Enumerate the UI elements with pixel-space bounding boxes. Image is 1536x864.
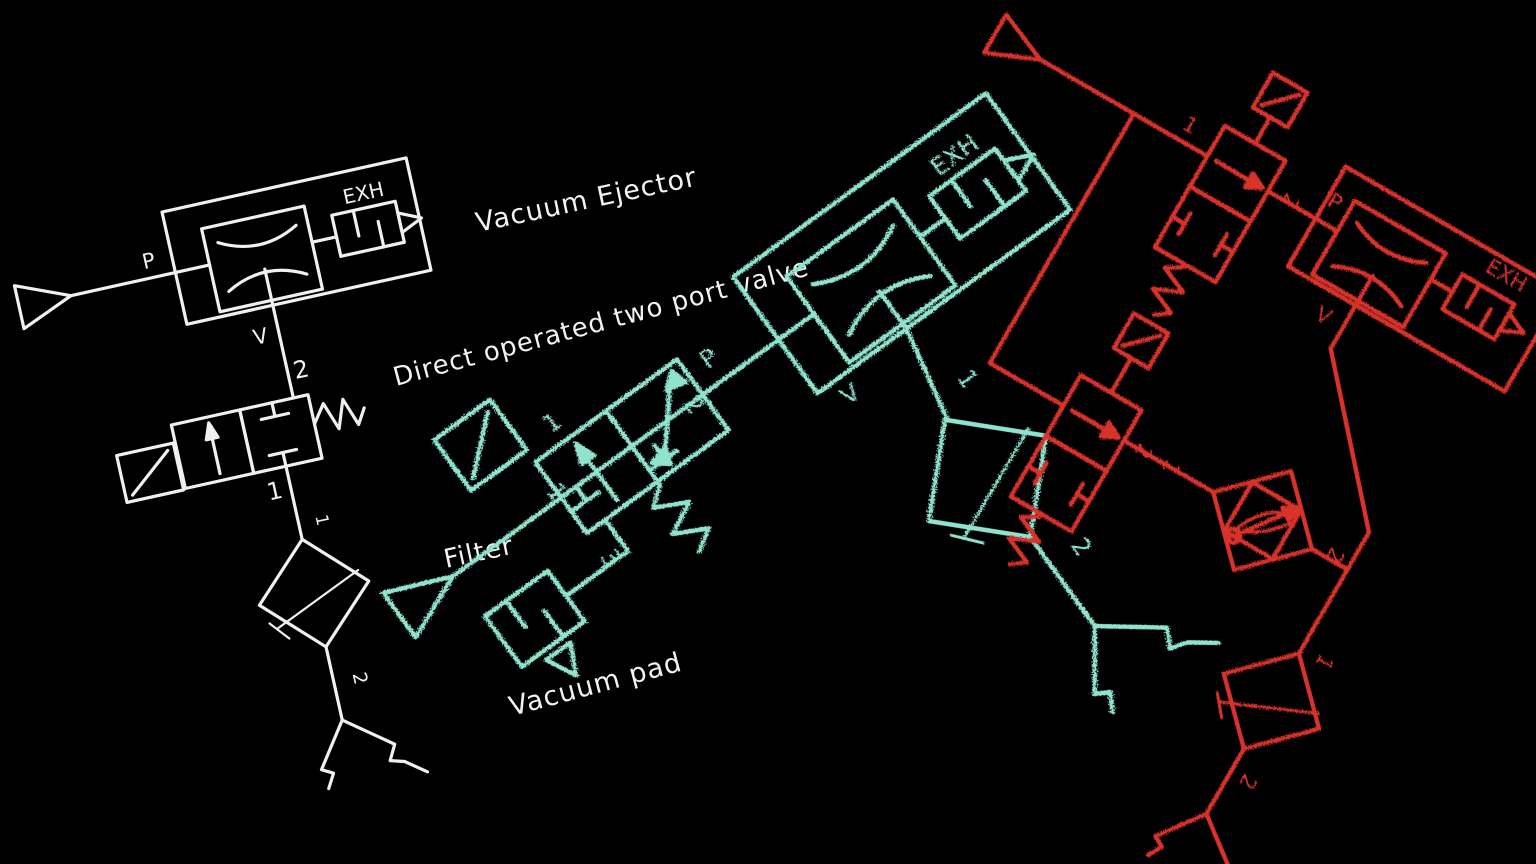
blocked-port-b xyxy=(650,443,680,471)
spring-icon xyxy=(651,482,711,555)
vacuum-ejector xyxy=(730,91,1073,396)
air-supply-triangle-icon xyxy=(981,12,1043,62)
three-port-valve xyxy=(431,357,731,678)
flow-arrow xyxy=(582,453,620,503)
vacuum-ejector xyxy=(1285,164,1536,394)
release-branch-line xyxy=(987,111,1136,408)
vacuum-pad-icon xyxy=(1092,623,1221,715)
blocked-port-top xyxy=(259,401,291,422)
needle-to-junction-line xyxy=(1309,546,1350,572)
exhaust-silencer-icon xyxy=(1440,272,1526,342)
adjust-knob xyxy=(1223,526,1243,546)
flow-arrow xyxy=(1213,158,1255,185)
blocked-port-bottom xyxy=(267,447,299,468)
vacuum-ejector xyxy=(160,156,433,326)
spring-icon xyxy=(1150,264,1186,317)
flow-arrow xyxy=(209,432,222,476)
two-port-valve xyxy=(115,393,366,505)
vacuum-line xyxy=(1296,303,1372,656)
solenoid-icon xyxy=(431,397,529,493)
supply-line xyxy=(1038,57,1210,159)
port-label-2b: 2 xyxy=(348,670,372,687)
blocked-port-left xyxy=(1026,460,1049,486)
air-supply-triangle-icon xyxy=(12,284,73,331)
port-label-1b: 1 xyxy=(311,513,333,528)
vacuum-pad-icon xyxy=(1145,811,1237,864)
filter-to-pad-line xyxy=(1204,746,1247,816)
white-circuit: P EXH V 2 1 1 2 xyxy=(12,156,433,791)
vacuum-pad-icon xyxy=(319,718,430,791)
air-supply-triangle-icon xyxy=(380,574,456,640)
venturi-upper xyxy=(216,223,298,249)
exhaust-silencer-icon xyxy=(330,199,424,258)
flow-arrow xyxy=(1069,408,1111,434)
filter-to-pad-line xyxy=(324,645,344,722)
solenoid-icon xyxy=(115,441,186,505)
vacuum-line xyxy=(904,326,950,421)
exhaust-branch xyxy=(563,517,631,599)
red-circuit: 1 2 P EXH V 2 1 2 1 2 xyxy=(981,12,1536,864)
blocked-port-right xyxy=(1212,232,1236,258)
valve-to-needle-line xyxy=(1121,438,1216,495)
spring-icon xyxy=(312,397,366,431)
port-label-1: 1 xyxy=(264,476,285,507)
port-label-2: 2 xyxy=(291,354,312,385)
supply-line xyxy=(69,263,212,298)
vacuum-line xyxy=(271,303,295,400)
blocked-port-right xyxy=(1068,481,1092,507)
blocked-port-a xyxy=(572,484,601,512)
release-valve xyxy=(1006,311,1171,567)
valve-to-ejector-line xyxy=(1265,188,1340,234)
filter-to-pad-line xyxy=(1027,534,1097,629)
blocked-port-left xyxy=(1170,211,1193,237)
valve-to-filter-line xyxy=(284,464,304,542)
venturi-upper xyxy=(810,223,896,287)
supply-valve xyxy=(1150,70,1310,317)
port-label-v: V xyxy=(251,323,271,350)
venturi-upper xyxy=(1354,220,1429,266)
port-label-p: P xyxy=(140,248,158,274)
exhaust-silencer-icon xyxy=(482,568,587,678)
spring-icon xyxy=(1006,514,1042,567)
needle-valve xyxy=(1210,469,1315,573)
exhaust-silencer-icon xyxy=(926,146,1036,241)
